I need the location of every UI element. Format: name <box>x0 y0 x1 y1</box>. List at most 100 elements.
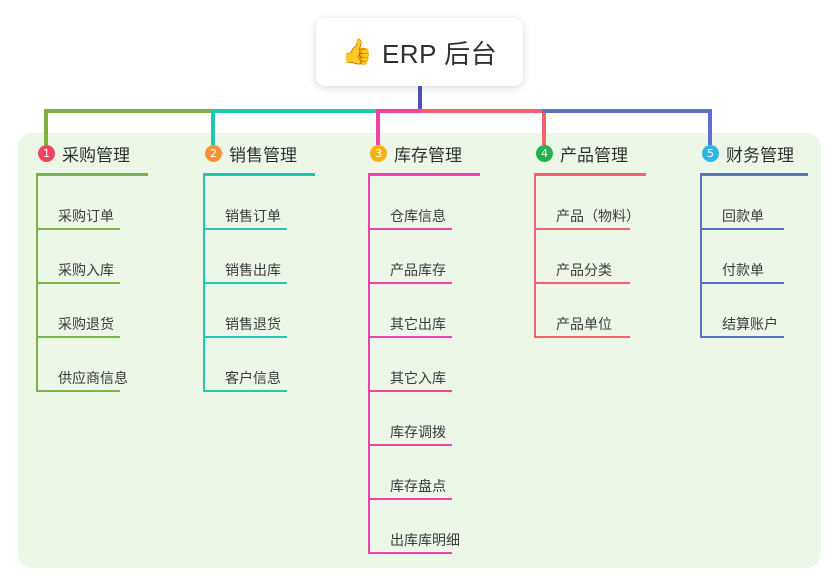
leaf-item-label: 产品库存 <box>390 262 446 278</box>
leaf-item-label: 仓库信息 <box>390 208 446 224</box>
leaf-item-label: 付款单 <box>722 262 764 278</box>
root-title: ERP 后台 <box>381 38 498 69</box>
leaf-item-rule <box>203 228 287 230</box>
leaf-item[interactable]: 产品库存 <box>368 230 480 284</box>
leaf-item[interactable]: 出库库明细 <box>368 500 480 554</box>
column-rule-5 <box>700 173 808 176</box>
leaf-item-label: 库存调拨 <box>390 424 446 440</box>
leaf-item-rule <box>36 390 120 392</box>
leaf-item-rule <box>534 282 630 284</box>
leaf-item-rule <box>203 282 287 284</box>
bus-segment-5 <box>542 109 712 113</box>
column-title-3: 库存管理 <box>394 145 462 165</box>
leaf-item-label: 销售出库 <box>225 262 281 278</box>
leaf-item[interactable]: 采购退货 <box>36 284 148 338</box>
leaf-item-label: 其它出库 <box>390 316 446 332</box>
leaf-item-rule <box>700 336 784 338</box>
leaf-item[interactable]: 其它出库 <box>368 284 480 338</box>
diagram-panel <box>18 133 821 568</box>
column-rule-3 <box>368 173 480 176</box>
leaf-item-rule <box>368 444 452 446</box>
column-title-5: 财务管理 <box>726 145 794 165</box>
column-rule-4 <box>534 173 646 176</box>
leaf-item-rule <box>36 282 120 284</box>
bus-segment-4 <box>420 109 546 113</box>
leaf-item-rule <box>203 390 287 392</box>
leaf-item[interactable]: 产品单位 <box>534 284 646 338</box>
leaf-item[interactable]: 销售出库 <box>203 230 315 284</box>
leaf-item-rule <box>368 498 452 500</box>
leaf-item[interactable]: 产品分类 <box>534 230 646 284</box>
leaf-item-rule <box>534 228 630 230</box>
leaf-item-rule <box>534 336 630 338</box>
leaf-item[interactable]: 产品（物料） <box>534 176 646 230</box>
branch-drop-4 <box>542 109 546 145</box>
leaf-item[interactable]: 销售订单 <box>203 176 315 230</box>
leaf-spine-1 <box>36 176 38 392</box>
leaf-list-1: 采购订单采购入库采购退货供应商信息 <box>36 176 148 392</box>
leaf-item-rule <box>368 336 452 338</box>
leaf-item-label: 回款单 <box>722 208 764 224</box>
branch-drop-5 <box>708 109 712 145</box>
column-header-2[interactable]: 2 销售管理 <box>203 140 315 166</box>
leaf-spine-4 <box>534 176 536 338</box>
leaf-spine-2 <box>203 176 205 392</box>
leaf-item[interactable]: 销售退货 <box>203 284 315 338</box>
column-badge-2: 2 <box>205 144 222 162</box>
bus-segment-1 <box>44 109 215 113</box>
leaf-item-rule <box>700 228 784 230</box>
leaf-spine-5 <box>700 176 702 338</box>
leaf-item[interactable]: 库存盘点 <box>368 446 480 500</box>
leaf-list-5: 回款单付款单结算账户 <box>700 176 808 338</box>
root-stem-connector <box>418 86 422 111</box>
leaf-item[interactable]: 回款单 <box>700 176 808 230</box>
column-5: 5 财务管理回款单付款单结算账户 <box>700 140 808 338</box>
leaf-item-label: 采购订单 <box>58 208 114 224</box>
leaf-list-2: 销售订单销售出库销售退货客户信息 <box>203 176 315 392</box>
leaf-item[interactable]: 其它入库 <box>368 338 480 392</box>
leaf-item-rule <box>203 336 287 338</box>
column-header-4[interactable]: 4 产品管理 <box>534 140 646 166</box>
leaf-item-label: 采购退货 <box>58 316 114 332</box>
leaf-item-label: 采购入库 <box>58 262 114 278</box>
leaf-item-label: 其它入库 <box>390 370 446 386</box>
leaf-item-rule <box>36 228 120 230</box>
leaf-item-rule <box>368 282 452 284</box>
column-badge-4: 4 <box>536 144 553 162</box>
leaf-spine-3 <box>368 176 370 554</box>
leaf-item[interactable]: 供应商信息 <box>36 338 148 392</box>
leaf-list-3: 仓库信息产品库存其它出库其它入库库存调拨库存盘点出库库明细 <box>368 176 480 554</box>
branch-drop-2 <box>211 109 215 145</box>
column-4: 4 产品管理产品（物料） 产品分类产品单位 <box>534 140 646 338</box>
root-node-card[interactable]: 👍 ERP 后台 <box>316 18 523 86</box>
leaf-item[interactable]: 采购订单 <box>36 176 148 230</box>
leaf-item-rule <box>36 336 120 338</box>
leaf-item-label: 库存盘点 <box>390 478 446 494</box>
leaf-item[interactable]: 仓库信息 <box>368 176 480 230</box>
column-badge-5: 5 <box>702 144 719 162</box>
bus-segment-3 <box>376 109 424 113</box>
leaf-item-label: 出库库明细 <box>390 532 460 548</box>
leaf-item-rule <box>368 552 452 554</box>
leaf-item[interactable]: 结算账户 <box>700 284 808 338</box>
leaf-item[interactable]: 付款单 <box>700 230 808 284</box>
branch-drop-3 <box>376 109 380 145</box>
leaf-item-rule <box>368 228 452 230</box>
leaf-item-label: 客户信息 <box>225 370 281 386</box>
leaf-item[interactable]: 客户信息 <box>203 338 315 392</box>
column-header-5[interactable]: 5 财务管理 <box>700 140 808 166</box>
leaf-item[interactable]: 库存调拨 <box>368 392 480 446</box>
leaf-item[interactable]: 采购入库 <box>36 230 148 284</box>
leaf-item-label: 销售订单 <box>225 208 281 224</box>
leaf-item-label: 产品分类 <box>556 262 612 278</box>
column-title-4: 产品管理 <box>560 145 628 165</box>
thumbs-up-icon: 👍 <box>341 37 373 66</box>
column-title-2: 销售管理 <box>229 145 297 165</box>
column-rule-1 <box>36 173 148 176</box>
column-rule-2 <box>203 173 315 176</box>
leaf-item-label: 销售退货 <box>225 316 281 332</box>
